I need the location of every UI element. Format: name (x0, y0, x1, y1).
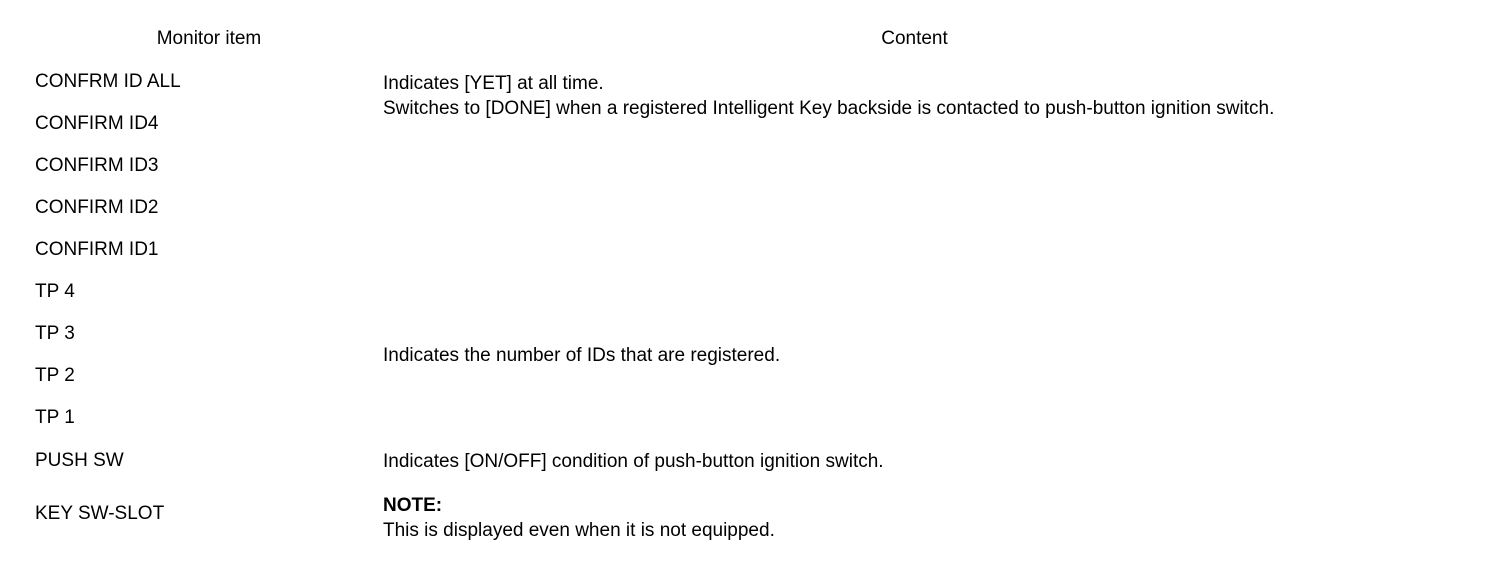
table-row: CONFRM ID ALL Indicates [YET] at all tim… (35, 61, 1446, 271)
table-row: CONFIRM ID3 (35, 145, 1446, 187)
content-line: This is displayed even when it is not eq… (383, 520, 775, 541)
table-header: Monitor item Content (35, 17, 1446, 61)
content-line: Switches to [DONE] when a registered Int… (383, 98, 1275, 119)
monitor-item-table-wrapper: Monitor item Content CONFRM ID ALL Indic… (35, 17, 1446, 545)
cell-monitor-item: CONFRM ID ALL (35, 61, 383, 103)
monitor-item-table: Monitor item Content CONFRM ID ALL Indic… (35, 17, 1446, 545)
cell-monitor-item: KEY SW-SLOT (35, 483, 383, 545)
table-row: TP 3 (35, 313, 1446, 355)
table-row: TP 4 Indicates the number of IDs that ar… (35, 271, 1446, 439)
cell-content-tp-group: Indicates the number of IDs that are reg… (383, 271, 1446, 439)
column-header-content: Content (383, 17, 1446, 61)
table-row: CONFIRM ID1 (35, 229, 1446, 271)
content-line: Indicates the number of IDs that are reg… (383, 344, 781, 366)
cell-monitor-item: CONFIRM ID1 (35, 229, 383, 271)
cell-monitor-item: PUSH SW (35, 439, 383, 483)
cell-content-push-sw: Indicates [ON/OFF] condition of push-but… (383, 439, 1446, 483)
table-row: TP 1 (35, 397, 1446, 439)
table-row: CONFIRM ID2 (35, 187, 1446, 229)
table-row: TP 2 (35, 355, 1446, 397)
cell-monitor-item: TP 2 (35, 355, 383, 397)
table-row: PUSH SW Indicates [ON/OFF] condition of … (35, 439, 1446, 483)
cell-monitor-item: CONFIRM ID4 (35, 103, 383, 145)
cell-monitor-item: TP 1 (35, 397, 383, 439)
cell-monitor-item: TP 3 (35, 313, 383, 355)
content-line: Indicates [ON/OFF] condition of push-but… (383, 450, 884, 472)
table-body: CONFRM ID ALL Indicates [YET] at all tim… (35, 61, 1446, 545)
cell-monitor-item: CONFIRM ID3 (35, 145, 383, 187)
column-header-monitor-item: Monitor item (35, 17, 383, 61)
cell-monitor-item: CONFIRM ID2 (35, 187, 383, 229)
cell-content-confirm-id-group: Indicates [YET] at all time. Switches to… (383, 61, 1446, 271)
table-row: KEY SW-SLOT NOTE: This is displayed even… (35, 483, 1446, 545)
table-header-row: Monitor item Content (35, 17, 1446, 61)
content-line: Indicates [YET] at all time. (383, 73, 604, 94)
cell-monitor-item: TP 4 (35, 271, 383, 313)
table-row: CONFIRM ID4 (35, 103, 1446, 145)
cell-content-key-sw-slot: NOTE: This is displayed even when it is … (383, 483, 1446, 545)
note-label: NOTE: (383, 495, 443, 516)
